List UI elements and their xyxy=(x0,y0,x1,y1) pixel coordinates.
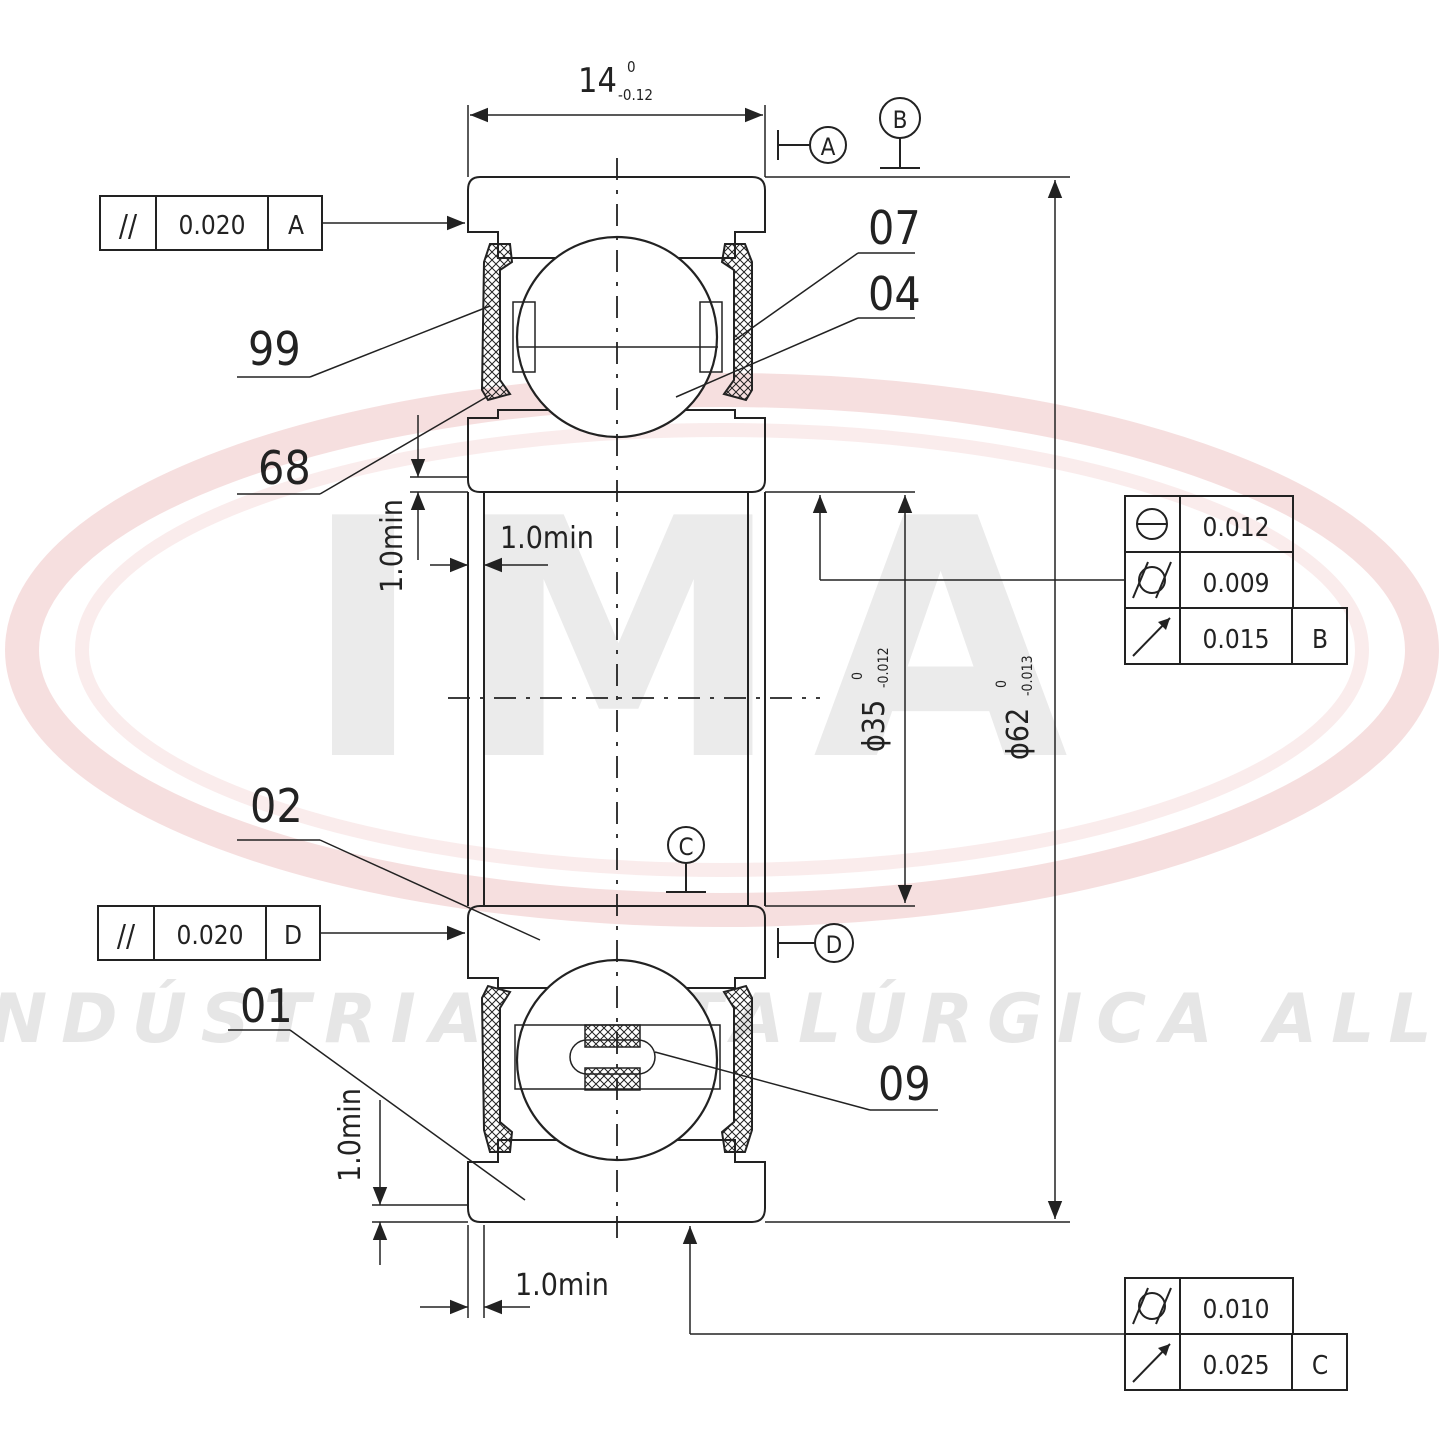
bore-roundness-value: 0.012 xyxy=(1203,513,1270,543)
label-07: 07 xyxy=(868,201,921,255)
top-parallelism-frame: // 0.020 A xyxy=(99,195,465,251)
chamfer-dimension-bottom: 1.0min 1.0min xyxy=(333,1088,609,1318)
top-parallelism-value: 0.020 xyxy=(179,211,246,241)
bore-outline xyxy=(467,492,766,906)
label-02: 02 xyxy=(250,779,303,833)
label-09: 09 xyxy=(878,1057,931,1111)
bore-lower-tol: -0.012 xyxy=(876,647,892,688)
chamfer-top-vertical-label: 1.0min xyxy=(375,499,410,593)
logo-ring-outer xyxy=(5,373,1439,927)
datum-b-label: B xyxy=(893,106,908,134)
width-nominal: 14 xyxy=(578,61,617,101)
datum-c-label: C xyxy=(678,833,693,861)
outer-nominal: ϕ62 xyxy=(1001,708,1036,760)
seal-top-right xyxy=(720,243,753,402)
chamfer-dimension-top: 1.0min 1.0min xyxy=(375,415,594,593)
top-parallelism-datum: A xyxy=(288,211,304,241)
bottom-parallelism-datum: D xyxy=(284,921,302,951)
parallelism-icon: // xyxy=(119,209,138,244)
outer-runout-value: 0.025 xyxy=(1203,1351,1270,1381)
bore-frame-leader xyxy=(812,495,1125,581)
rivet-bottom xyxy=(584,1067,641,1091)
label-68: 68 xyxy=(258,441,311,495)
width-dimension: 14 0 -0.12 xyxy=(467,58,766,177)
bore-diameter-dimension: ϕ35 0 -0.012 xyxy=(765,491,915,907)
inner-ring-top xyxy=(467,409,766,493)
chamfer-top-horizontal-label: 1.0min xyxy=(500,521,594,556)
datum-c-symbol: C xyxy=(666,826,706,893)
watermark-logo: IMA INDÚSTRIA METALÚRGICA ALLI xyxy=(0,373,1445,1059)
datum-d-label: D xyxy=(826,931,843,959)
width-lower-tol: -0.12 xyxy=(618,86,653,104)
datum-a-symbol: A xyxy=(777,126,847,164)
outer-diameter-dimension: ϕ62 0 -0.013 xyxy=(765,176,1070,1223)
outer-runout-datum: C xyxy=(1312,1351,1328,1381)
logo-ring-inner xyxy=(75,423,1369,877)
outer-lower-tol: -0.013 xyxy=(1020,655,1036,696)
part-leaders: 07 04 99 68 02 01 09 xyxy=(228,201,938,1201)
chamfer-bottom-horizontal-label: 1.0min xyxy=(515,1268,609,1303)
bore-nominal: ϕ35 xyxy=(857,700,892,752)
bearing-section-bottom xyxy=(467,905,766,1223)
bore-runout-datum: B xyxy=(1312,625,1328,655)
runout-icon xyxy=(1132,617,1171,657)
label-99: 99 xyxy=(248,322,301,376)
runout-icon xyxy=(1132,1343,1171,1383)
bottom-parallelism-frame: // 0.020 D xyxy=(97,905,465,961)
bore-cylindricity-value: 0.009 xyxy=(1203,569,1270,599)
cage-top-left xyxy=(512,301,536,373)
cylindricity-icon xyxy=(1132,1287,1172,1325)
outer-upper-tol: 0 xyxy=(994,680,1010,688)
datum-d-symbol: D xyxy=(777,923,854,963)
circularity-icon xyxy=(1136,508,1168,540)
seal-top-left xyxy=(480,243,514,402)
rivet-pin xyxy=(569,1039,656,1075)
seal-bottom-left xyxy=(480,984,514,1153)
company-name: INDÚSTRIA METALÚRGICA ALLI xyxy=(0,979,1445,1059)
logo-letters: IMA xyxy=(302,449,1099,833)
outer-cylindricity-value: 0.010 xyxy=(1203,1295,1270,1325)
seal-bottom-right xyxy=(720,984,753,1153)
bore-runout-value: 0.015 xyxy=(1203,625,1270,655)
datum-b-symbol: B xyxy=(879,97,921,169)
chamfer-bottom-vertical-label: 1.0min xyxy=(333,1088,368,1182)
datum-a-label: A xyxy=(821,133,836,161)
bore-upper-tol: 0 xyxy=(850,672,866,680)
label-04: 04 xyxy=(868,267,921,321)
outer-ring-bottom xyxy=(467,1139,766,1223)
outer-tolerance-frames: 0.010 0.025 C xyxy=(682,1226,1348,1391)
rivet-top xyxy=(584,1024,641,1048)
bore-tolerance-frames: 0.012 0.009 0.015 B xyxy=(1124,495,1348,665)
parallelism-icon: // xyxy=(117,919,136,954)
bottom-parallelism-value: 0.020 xyxy=(177,921,244,951)
bearing-section-top xyxy=(467,176,766,493)
cylindricity-icon xyxy=(1132,561,1172,599)
label-01: 01 xyxy=(240,979,293,1033)
width-upper-tol: 0 xyxy=(627,58,636,76)
cage-top-right xyxy=(699,301,723,373)
